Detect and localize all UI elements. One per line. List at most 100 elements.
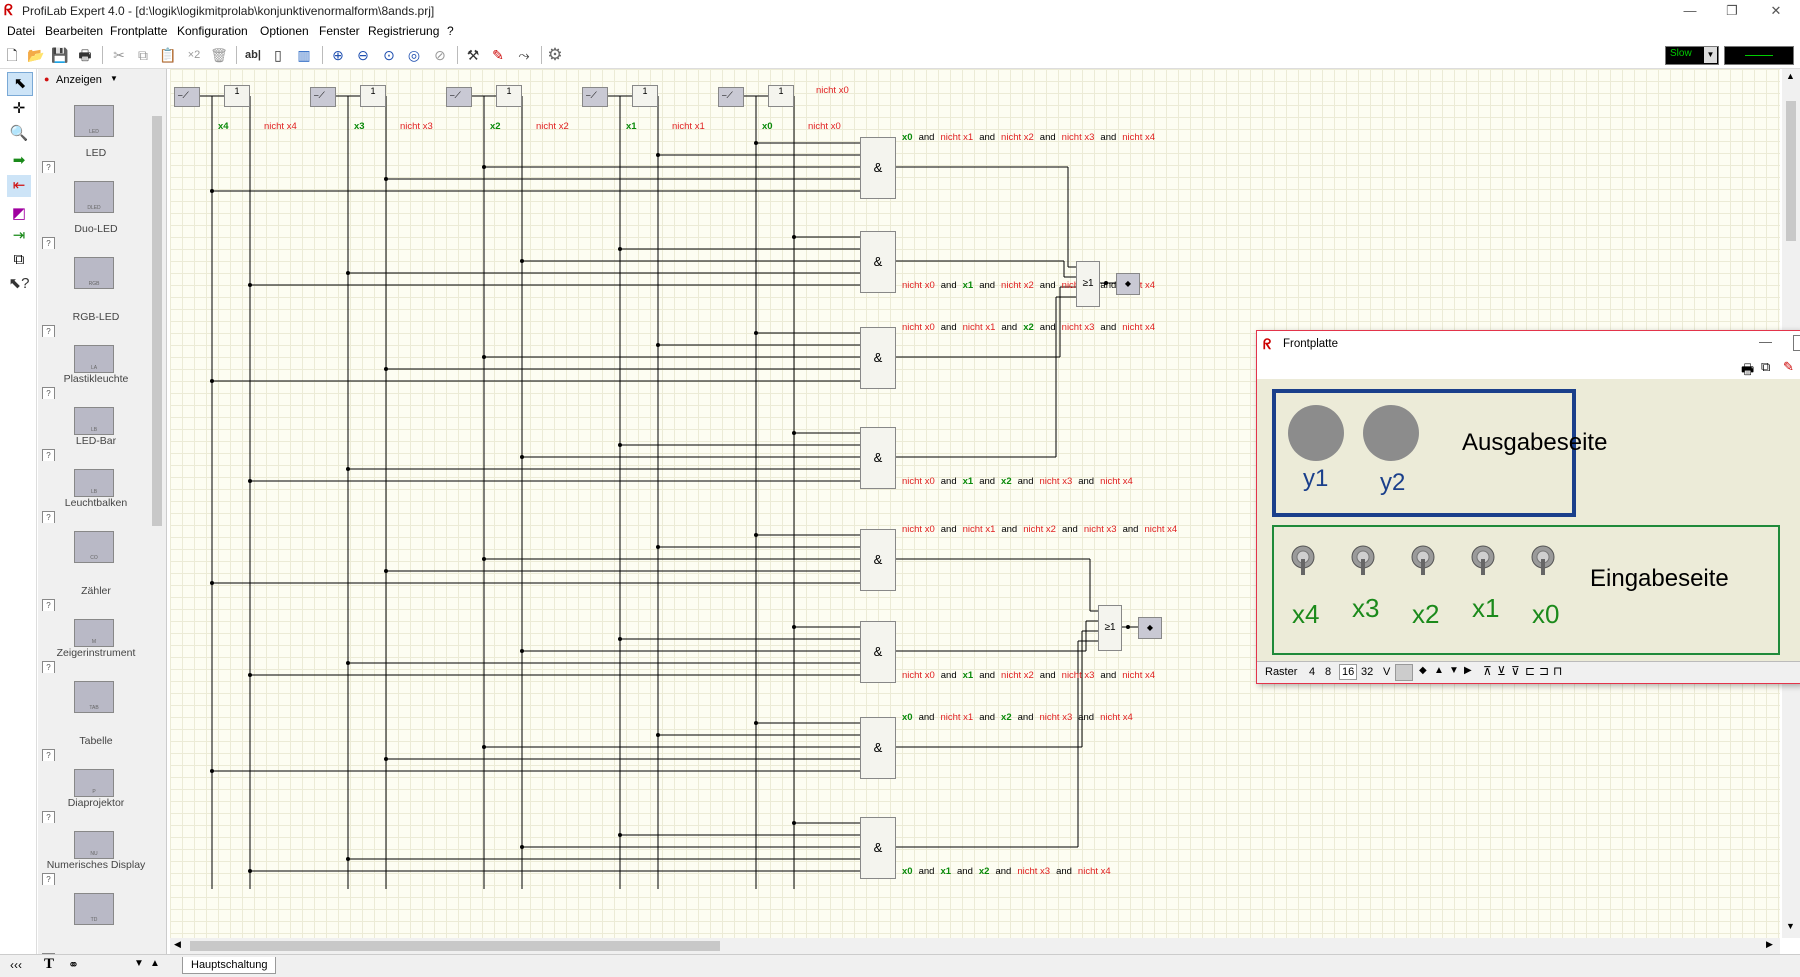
minimize-button[interactable]: —	[1683, 3, 1697, 18]
toggle-switch-x3[interactable]	[1350, 545, 1376, 577]
toggle-switch-x0[interactable]	[1530, 545, 1556, 577]
print-icon[interactable]: 🖶	[1741, 361, 1755, 377]
toggle-switch-x4[interactable]	[1290, 545, 1316, 577]
print-icon[interactable]: 🖶	[78, 47, 92, 63]
and-gate-6[interactable]: &	[860, 621, 896, 683]
not-gate-x2[interactable]: 1	[496, 85, 522, 107]
align-right-icon[interactable]: ⊓	[1553, 664, 1563, 678]
or-gate-2[interactable]: ≥1	[1098, 605, 1122, 651]
move-up-icon[interactable]: ▲	[150, 958, 160, 969]
arrow-up-icon[interactable]: ▲	[1434, 665, 1444, 676]
move-down-icon[interactable]: ▼	[134, 958, 144, 969]
crosshair-icon[interactable]: ✛	[12, 100, 26, 117]
raster-32[interactable]: 32	[1361, 666, 1374, 678]
raster-v[interactable]: V	[1383, 666, 1391, 678]
and-gate-3[interactable]: &	[860, 327, 896, 389]
switch-component-x2[interactable]: ⎯⟋	[446, 87, 472, 107]
align-middle-icon[interactable]: ⊻	[1497, 664, 1506, 678]
menu-registrierung[interactable]: Registrierung	[368, 24, 440, 38]
output-led-1[interactable]: ◆	[1116, 273, 1140, 295]
pointer-icon[interactable]: ⬉	[7, 72, 33, 96]
menu-frontplatte[interactable]: Frontplatte	[110, 24, 168, 38]
menu-bearbeiten[interactable]: Bearbeiten	[45, 24, 104, 38]
zoom-out-icon[interactable]: ⊖	[357, 47, 369, 63]
palette-item-11[interactable]: TD?	[42, 885, 150, 960]
align-top-icon[interactable]: ⊼	[1483, 664, 1492, 678]
switch-component-x3[interactable]: ⎯⟋	[310, 87, 336, 107]
switch-component-x0[interactable]: ⎯⟋	[718, 87, 744, 107]
cut-icon[interactable]: ✂	[113, 47, 125, 63]
frontplatte-minimize-button[interactable]: —	[1759, 334, 1772, 349]
output-arrow-icon[interactable]: ⇤	[7, 175, 31, 197]
delete-icon[interactable]: 🗑	[210, 47, 228, 63]
magnifier-icon[interactable]: 🔍	[9, 125, 29, 142]
align-center-icon[interactable]: ⊐	[1539, 664, 1550, 678]
zoom-in-icon[interactable]: ⊕	[332, 47, 344, 63]
not-gate-x1[interactable]: 1	[632, 85, 658, 107]
restore-button[interactable]: ❐	[1726, 3, 1738, 18]
frontpanel-config-icon[interactable]: ⧉	[1761, 359, 1771, 374]
toggle-switch-x1[interactable]	[1470, 545, 1496, 577]
wire-icon[interactable]: ⤳	[518, 47, 530, 63]
palette-category-select[interactable]: ● Anzeigen ▼	[42, 73, 162, 91]
align-left-icon[interactable]: ⊏	[1525, 664, 1536, 678]
and-gate-2[interactable]: &	[860, 231, 896, 293]
settings-icon[interactable]: ⚙	[547, 45, 563, 64]
probe-icon[interactable]: ✎	[1783, 359, 1794, 374]
toggle-switch-x2[interactable]	[1410, 545, 1436, 577]
and-gate-8[interactable]: &	[860, 817, 896, 879]
menu-konfiguration[interactable]: Konfiguration	[177, 24, 248, 38]
menu-help[interactable]: ?	[447, 24, 454, 38]
not-gate-x4[interactable]: 1	[224, 85, 250, 107]
binoculars-icon[interactable]: ⚭	[68, 957, 79, 972]
raster-16[interactable]: 16	[1339, 664, 1358, 680]
frontplatte-window[interactable]: ᖇ Frontplatte — 🖶 ⧉ ✎ y1 y2 Ausgabeseite…	[1256, 330, 1800, 684]
open-icon[interactable]: 📂	[27, 47, 45, 63]
arrow-down-icon[interactable]: ▼	[1449, 665, 1459, 676]
link-icon[interactable]: ⧉	[13, 251, 25, 268]
close-button[interactable]: ✕	[1770, 3, 1782, 18]
copy-icon[interactable]: ⧉	[138, 47, 148, 63]
tab-hauptschaltung[interactable]: Hauptschaltung	[182, 957, 277, 974]
scroll-right-icon[interactable]: ▶	[1766, 939, 1773, 949]
not-gate-x3[interactable]: 1	[360, 85, 386, 107]
save-icon[interactable]: 💾	[51, 47, 69, 63]
tools-icon[interactable]: ⚒	[466, 47, 480, 63]
align-bottom-icon[interactable]: ⊽	[1511, 664, 1520, 678]
scroll-left-icon[interactable]: ◀	[174, 939, 181, 949]
and-gate-5[interactable]: &	[860, 529, 896, 591]
raster-4[interactable]: 4	[1309, 666, 1316, 678]
text-icon[interactable]: ab|	[245, 49, 261, 61]
scroll-up-icon[interactable]: ▲	[1786, 71, 1795, 81]
output-led-2[interactable]: ◆	[1138, 617, 1162, 639]
switch-component-x1[interactable]: ⎯⟋	[582, 87, 608, 107]
raster-8[interactable]: 8	[1325, 666, 1332, 678]
speed-select[interactable]: Slow ▼	[1665, 46, 1719, 65]
not-gate-x0[interactable]: 1	[768, 85, 794, 107]
new-icon[interactable]: 🗋	[6, 47, 18, 63]
arrow-left-icon[interactable]: ◆	[1419, 665, 1427, 676]
menu-datei[interactable]: Datei	[7, 24, 36, 38]
input-arrow-icon[interactable]: ➡	[12, 152, 26, 169]
and-gate-7[interactable]: &	[860, 717, 896, 779]
menu-optionen[interactable]: Optionen	[260, 24, 309, 38]
canvas-horizontal-scrollbar[interactable]: ◀ ▶	[170, 938, 1780, 954]
zoom-page-icon[interactable]: ◎	[407, 47, 421, 63]
scroll-down-icon[interactable]: ▼	[1786, 921, 1795, 931]
frontplatte-title-bar[interactable]: ᖇ Frontplatte —	[1257, 331, 1800, 357]
circuit-icon[interactable]: ▥	[297, 47, 311, 63]
paste-icon[interactable]: 📋	[159, 47, 177, 63]
and-gate-1[interactable]: &	[860, 137, 896, 199]
probe-icon[interactable]: ✎	[492, 47, 504, 63]
